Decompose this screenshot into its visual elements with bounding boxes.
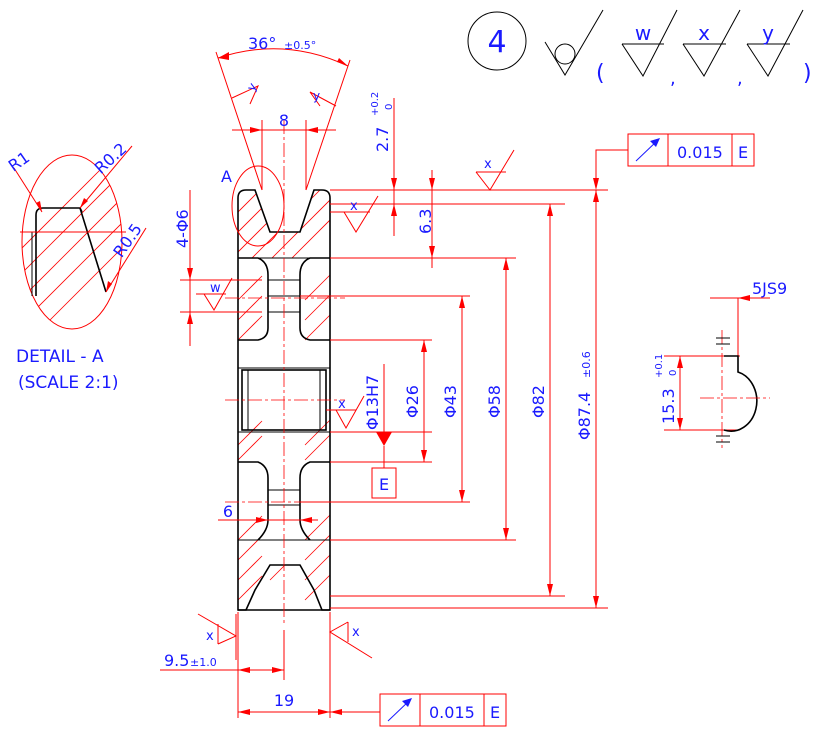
- runout-top-frame: [627, 133, 755, 167]
- surface-mark-right-x: x: [352, 625, 360, 640]
- roughness-x-label: x: [698, 21, 710, 45]
- groove-depth-dim: [391, 98, 397, 236]
- dim-d87: [593, 190, 599, 608]
- dim-d87-label: Φ87.4: [575, 392, 594, 440]
- keyway-view: [664, 295, 770, 448]
- groove-width: 8: [279, 111, 289, 130]
- detail-a-view: R1 R0.2 R0.5: [5, 139, 147, 330]
- surface-mark-w-label: w: [210, 281, 221, 296]
- surface-mark-groove-x: x: [350, 199, 358, 214]
- keyway-depth: 15.3: [659, 388, 678, 424]
- detail-r1: R1: [5, 148, 33, 176]
- groove-depth: 2.7: [373, 127, 392, 152]
- holes-label: 4-Φ6: [173, 209, 192, 248]
- surface-mark-left-side: [197, 613, 238, 660]
- bore-dim: [330, 364, 432, 468]
- roughness-symbol-machined: [544, 9, 604, 76]
- runout-bottom-arrow-icon: [402, 698, 412, 707]
- surface-mark-w: [196, 277, 233, 311]
- groove-depth2-dim: [429, 170, 435, 268]
- keyway-tol-lower: 0: [668, 370, 679, 376]
- holes-dim: [180, 190, 262, 346]
- roughness-symbol-x: x: [682, 9, 741, 77]
- detail-a-marker-ellipse: [231, 165, 285, 247]
- runout-top-leader: [593, 149, 628, 190]
- surface-mark-top: [475, 149, 515, 191]
- width-label: 19: [274, 691, 294, 710]
- detail-scale: (SCALE 2:1): [18, 373, 119, 393]
- dim-d58-label: Φ58: [485, 385, 504, 418]
- web-label: 6: [223, 502, 233, 521]
- surface-mark-right-side: [329, 621, 373, 659]
- detail-a-marker: A: [221, 167, 232, 186]
- runout-arrow-icon: [650, 138, 660, 147]
- roughness-w-label: w: [635, 21, 651, 45]
- detail-r05: R0.5: [109, 220, 146, 261]
- groove-depth-tol-lower: 0: [384, 104, 395, 110]
- detail-label: DETAIL - A: [16, 347, 104, 367]
- roughness-symbol-w: w: [621, 9, 678, 77]
- groove-width-dimension: [232, 120, 336, 190]
- bore-label: Φ13H7: [363, 375, 382, 430]
- part-number-balloon: 4: [467, 11, 527, 71]
- datum-e-box: [371, 467, 397, 499]
- runout-bottom-value: 0.015: [429, 703, 475, 722]
- groove-depth2: 6.3: [416, 209, 435, 234]
- dim-d87-tol: ±0.6: [580, 351, 593, 378]
- groove-angle-tol: ±0.5°: [284, 39, 316, 52]
- groove-depth-tol-upper: +0.2: [370, 92, 381, 116]
- roughness-y-label: y: [762, 21, 774, 45]
- diameter-extension-lines: [300, 189, 608, 609]
- surface-mark-top-x: x: [484, 157, 492, 172]
- offset-tol: ±1.0: [190, 656, 217, 669]
- roughness-symbol-y: y: [746, 9, 804, 77]
- groove-angle-dimension: y y: [215, 48, 351, 191]
- pulley-section: [225, 120, 345, 625]
- keyway-width: 5JS9: [752, 279, 787, 298]
- dim-d43-label: Φ43: [441, 385, 460, 418]
- web-dim: [218, 517, 318, 523]
- runout-bottom-datum: E: [490, 703, 500, 722]
- dim-d26: [421, 340, 427, 462]
- dim-d82-label: Φ82: [529, 385, 548, 418]
- offset-label: 9.5: [164, 651, 189, 670]
- offset-dim: [160, 612, 285, 718]
- surface-mark-bore-x: x: [338, 397, 346, 412]
- width-dim: [238, 612, 380, 718]
- comma-1: ,: [670, 68, 676, 89]
- dim-d43: [459, 296, 465, 502]
- datum-e-label: E: [379, 475, 389, 494]
- groove-side-mark-y2: y: [313, 89, 320, 103]
- dim-d82: [547, 204, 553, 596]
- comma-2: ,: [737, 68, 743, 89]
- surface-mark-groove: [330, 195, 379, 233]
- runout-top-datum: E: [738, 143, 748, 162]
- datum-triangle-icon: [376, 432, 392, 446]
- paren-close: ): [803, 61, 812, 86]
- surface-mark-bore: [326, 395, 365, 430]
- dim-d58: [503, 258, 509, 540]
- hatch-web: [237, 274, 331, 601]
- runout-top-value: 0.015: [677, 143, 723, 162]
- keyway-tol-upper: +0.1: [654, 354, 665, 378]
- dim-d26-label: Φ26: [403, 385, 422, 418]
- groove-angle: 36°: [248, 34, 276, 53]
- paren-open: (: [596, 61, 605, 86]
- runout-bottom-frame: [379, 693, 507, 727]
- surface-mark-left-x: x: [206, 629, 214, 644]
- part-number: 4: [487, 25, 506, 60]
